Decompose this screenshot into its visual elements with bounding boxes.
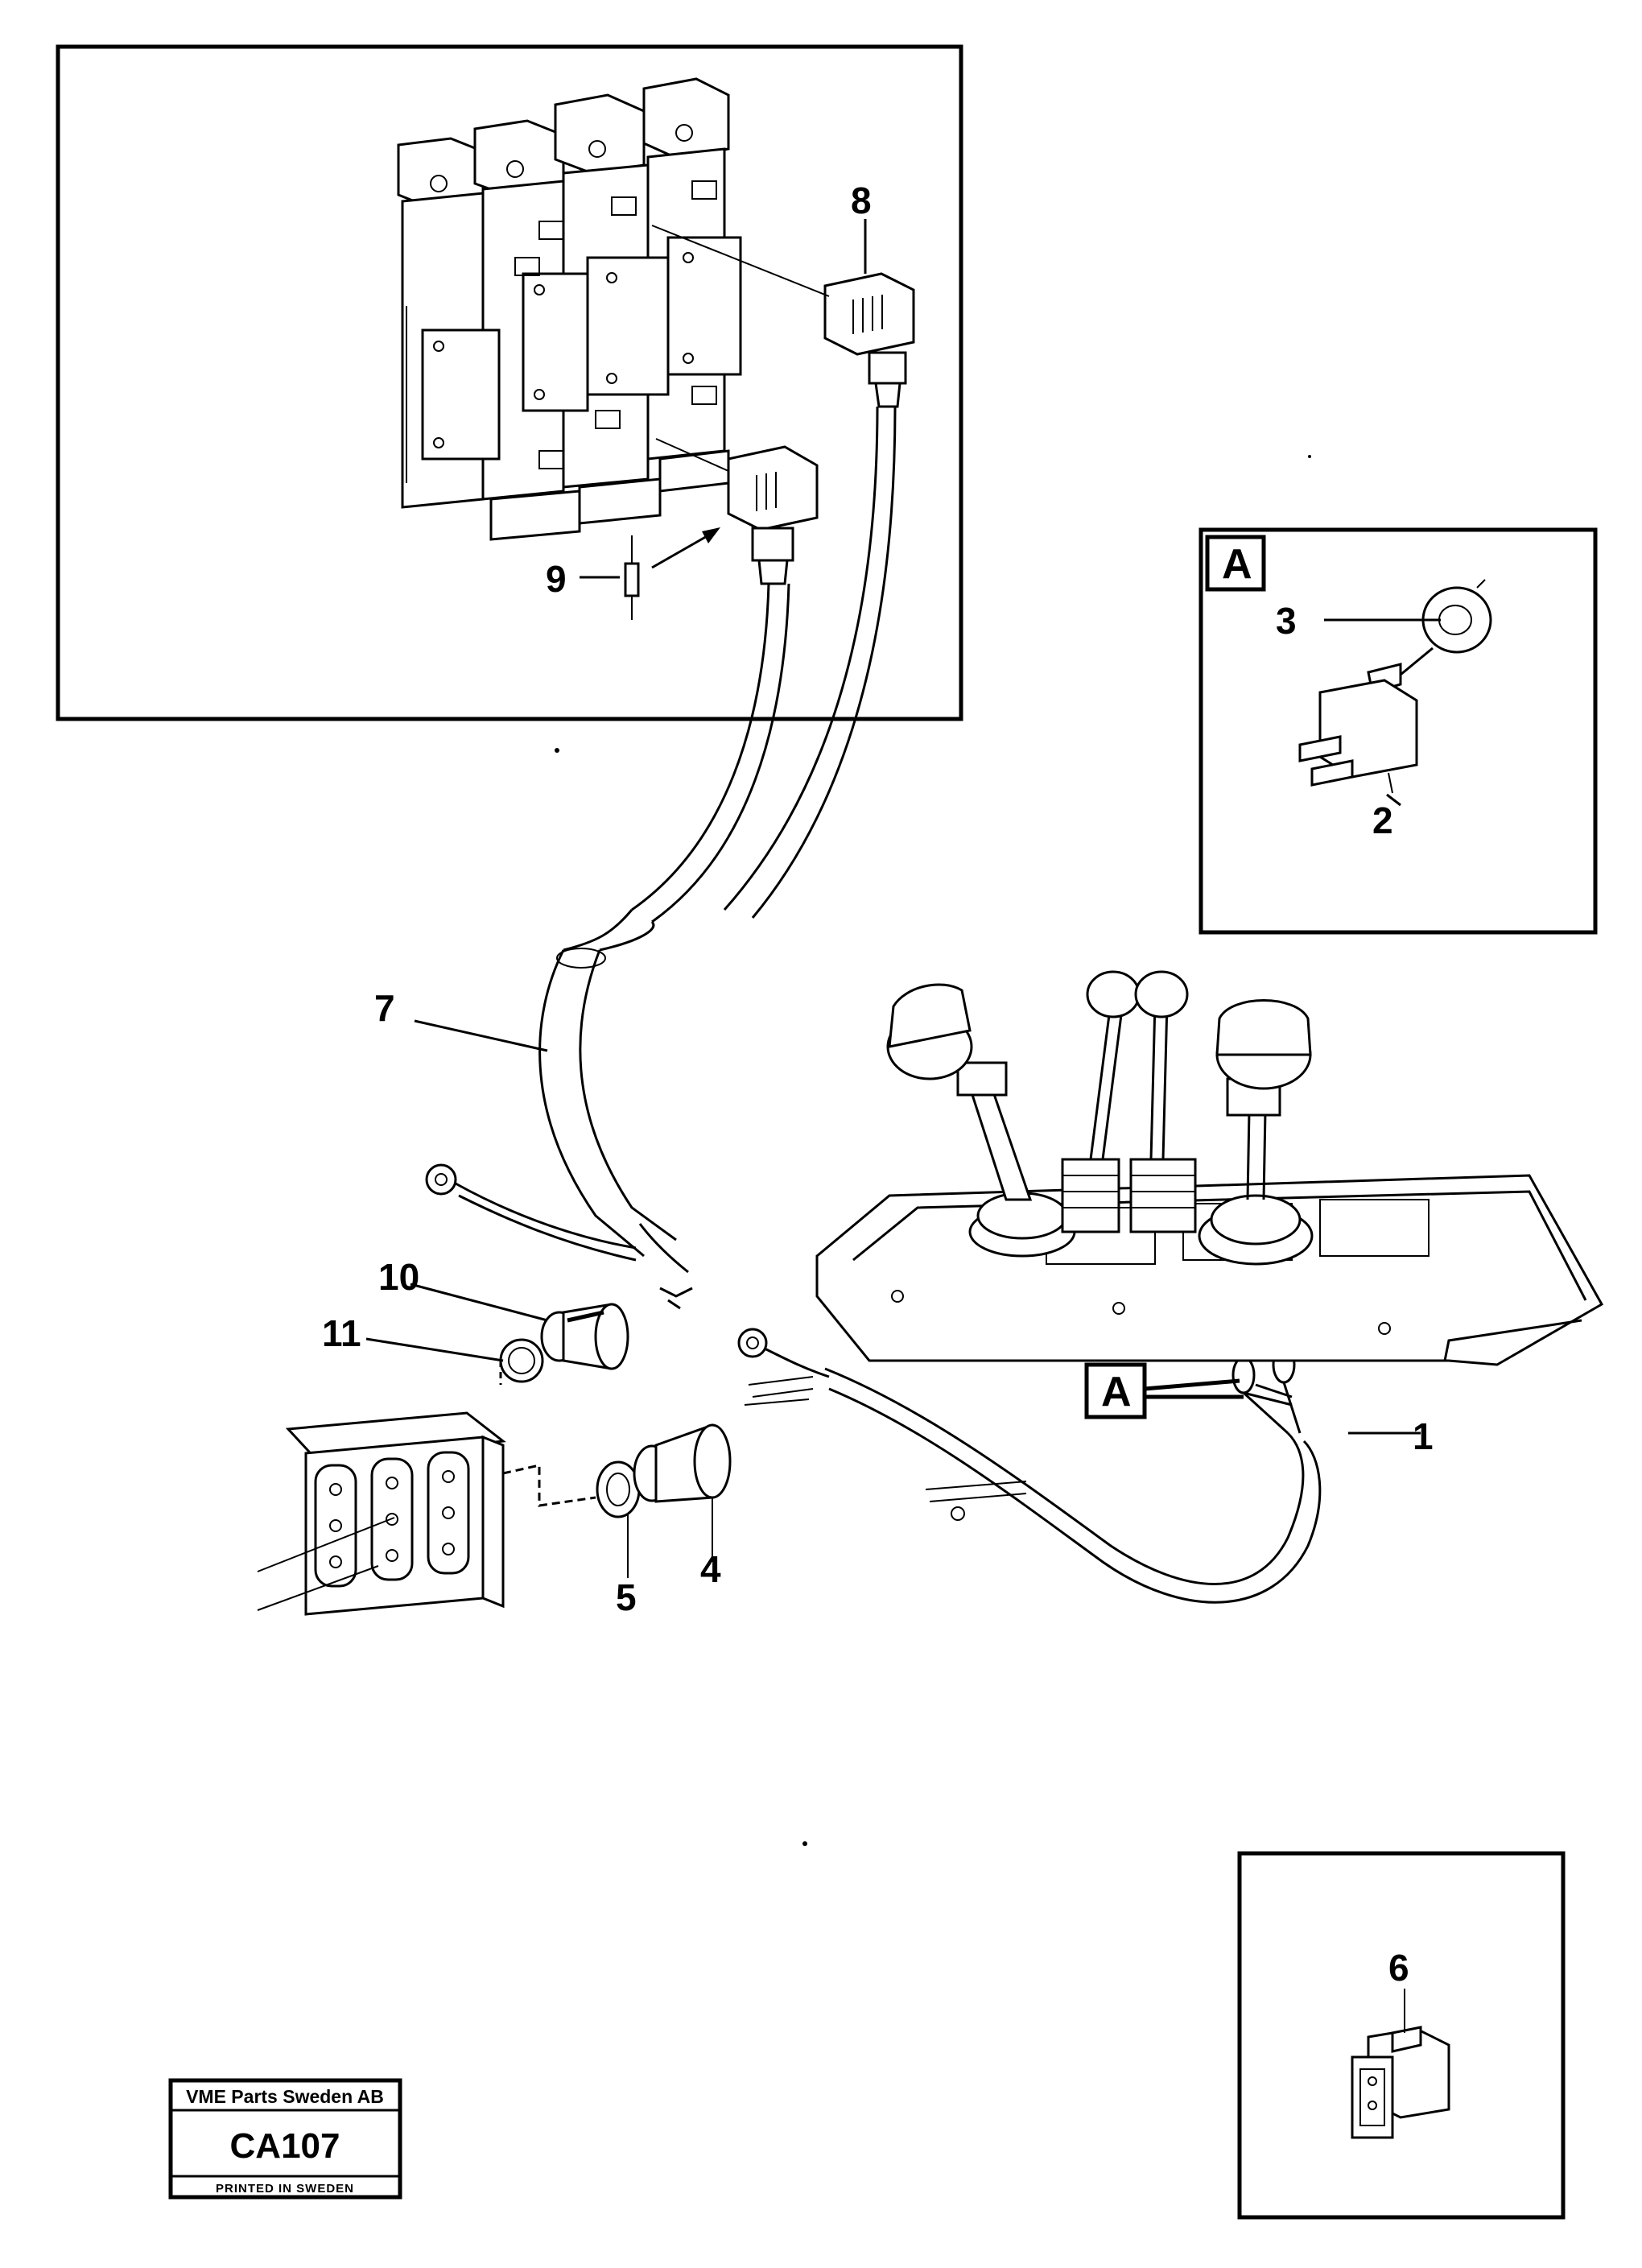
inset-frame-a [1198,527,1598,935]
lever-center-left [1061,970,1141,1233]
callout-9: 9 [546,558,567,600]
inset-frame-top [56,44,963,721]
detail-tag-label-harness: A [1101,1369,1132,1415]
callout-11: 11 [322,1312,361,1354]
detail-a-inset [1198,527,1598,935]
diode-9 [624,527,720,620]
leader-lines [365,219,1441,1435]
connector-plug-9 [727,445,819,585]
detail-tag-label: A [1222,541,1252,588]
callout-2: 2 [1372,799,1393,841]
callout-3: 3 [1276,600,1297,642]
cable-harness-7 [538,406,897,1310]
lever-center-right [1129,970,1197,1233]
connector-10 [540,1303,629,1370]
lever-left [886,983,1076,1258]
callout-4: 4 [700,1548,721,1590]
terminal-bracket [257,1411,596,1616]
callout-8: 8 [851,180,872,221]
detail-6-inset [1237,1851,1566,2220]
stamp-company: VME Parts Sweden AB [186,2086,384,2107]
ground-lead-upper [425,1163,637,1262]
callout-6: 6 [1388,1947,1409,1989]
stamp-printed: PRINTED IN SWEDEN [216,2182,354,2196]
detail-tag-box-harness [1084,1362,1147,1419]
connector-4 [633,1423,732,1562]
connector-plug-8 [823,272,915,408]
callout-7: 7 [374,987,395,1029]
callout-1: 1 [1413,1415,1434,1457]
cable-harness-1 [737,1328,1322,1604]
callout-5: 5 [616,1576,637,1618]
connector-5 [596,1460,641,1578]
stamp-code: CA107 [230,2126,340,2166]
publisher-stamp: VME Parts Sweden AB CA107 PRINTED IN SWE… [168,2078,402,2200]
inset-frame-6 [1237,1851,1566,2220]
control-panel [815,970,1604,1366]
lever-right [1198,999,1314,1266]
detail-tag-box [1205,535,1266,592]
solenoid-valve-stack [397,77,742,541]
valve-block-inset [56,44,963,721]
connector-11 [499,1338,544,1385]
callout-10: 10 [378,1256,419,1298]
